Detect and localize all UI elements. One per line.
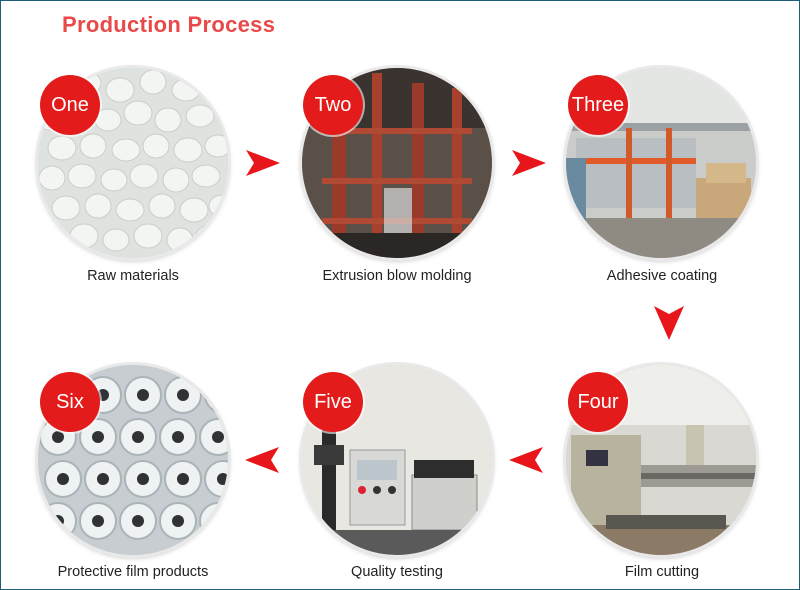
step-four-badge: Four [568,372,628,432]
step-one-badge: One [40,75,100,135]
step-three-badge: Three [568,75,628,135]
step-six-caption: Protective film products [57,564,209,580]
step-two-caption: Extrusion blow molding [322,268,472,284]
step-six-badge: Six [40,372,100,432]
step-five-caption: Quality testing [351,564,443,580]
step-four-caption: Film cutting [624,564,700,580]
arrow-left-icon-1 [509,447,543,473]
step-two-badge: Two [303,75,363,135]
arrow-right-icon-1 [246,150,280,176]
step-one-caption: Raw materials [87,268,179,284]
arrow-left-icon-2 [245,447,279,473]
step-five-badge: Five [303,372,363,432]
arrow-right-icon-2 [512,150,546,176]
page-title: Production Process [62,12,276,37]
arrow-down-icon [654,306,684,340]
step-three-caption: Adhesive coating [606,268,718,284]
